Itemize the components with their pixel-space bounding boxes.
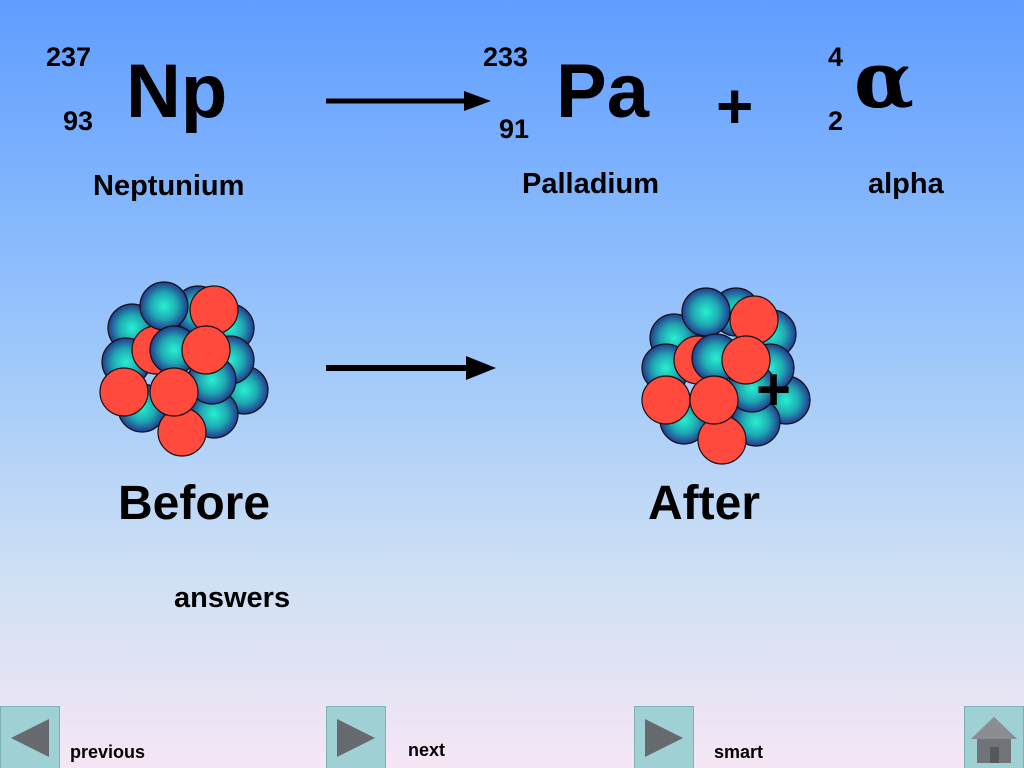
- smart-button[interactable]: [634, 706, 694, 768]
- smart-label: smart: [714, 742, 764, 762]
- home-icon: [971, 717, 1017, 763]
- decay-arrow-icon: [326, 356, 496, 380]
- next-button[interactable]: [326, 706, 386, 768]
- triangle-right-icon: [337, 719, 375, 757]
- product-symbol: Pa: [556, 49, 649, 134]
- alpha-symbol: α: [854, 35, 915, 126]
- before-label: Before: [118, 477, 271, 530]
- previous-label: previous: [70, 742, 146, 762]
- next-label: next: [408, 740, 446, 760]
- reactant-symbol: Np: [126, 49, 228, 134]
- home-button[interactable]: [964, 706, 1024, 768]
- nucleus-before-icon: [99, 281, 269, 457]
- previous-button[interactable]: [0, 706, 60, 768]
- answers-link[interactable]: answers: [174, 582, 291, 614]
- nucleus-after-icon: [641, 287, 811, 465]
- after-plus: +: [756, 356, 792, 423]
- reaction-arrow-icon: [326, 91, 491, 111]
- reactant-atomic-number: 93: [63, 106, 94, 136]
- reactant-name: Neptunium: [93, 170, 245, 202]
- alpha-name: alpha: [868, 168, 944, 200]
- product-name: Palladium: [522, 168, 659, 200]
- reactant-mass-number: 237: [46, 42, 92, 72]
- equation-plus: +: [716, 70, 754, 142]
- alpha-mass-number: 4: [828, 42, 844, 72]
- product-mass-number: 233: [483, 42, 529, 72]
- triangle-right-icon: [645, 719, 683, 757]
- product-atomic-number: 91: [499, 114, 530, 144]
- alpha-atomic-number: 2: [828, 106, 844, 136]
- triangle-left-icon: [11, 719, 49, 757]
- after-label: After: [648, 477, 761, 530]
